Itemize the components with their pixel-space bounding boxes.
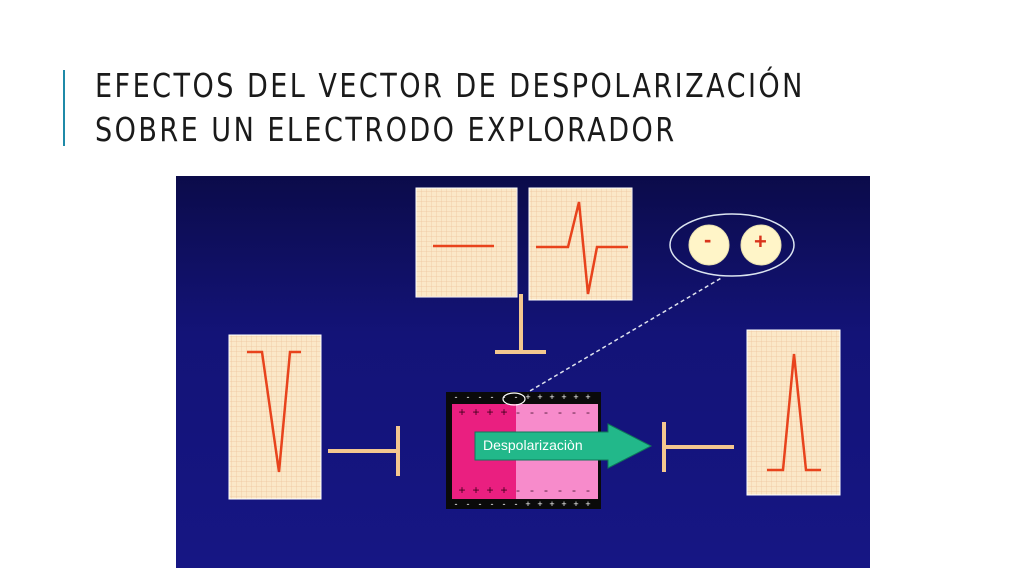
charge-sign-negative: - bbox=[491, 392, 494, 402]
charge-sign-negative: - bbox=[479, 392, 482, 402]
charge-sign-positive: + bbox=[525, 392, 530, 402]
charge-sign-positive: + bbox=[486, 483, 493, 497]
charge-sign-negative: - bbox=[586, 405, 590, 419]
charge-sign-negative: - bbox=[516, 483, 520, 497]
charge-sign-negative: - bbox=[467, 499, 470, 509]
cell-charge-signs: ------------++++++++++++++++++++--------… bbox=[455, 392, 591, 509]
charge-sign-negative: - bbox=[558, 483, 562, 497]
charge-sign-positive: + bbox=[500, 405, 507, 419]
charge-sign-negative: - bbox=[455, 392, 458, 402]
charge-sign-negative: - bbox=[544, 483, 548, 497]
ecg-panel-positive bbox=[746, 329, 841, 496]
charge-sign-negative: - bbox=[515, 392, 518, 402]
charge-sign-negative: - bbox=[586, 483, 590, 497]
ecg-panel-negative bbox=[228, 334, 322, 500]
dipole-oval bbox=[669, 213, 795, 277]
ecg-panel-flat bbox=[415, 187, 518, 298]
charge-sign-positive: + bbox=[573, 392, 578, 402]
charge-sign-positive: + bbox=[500, 483, 507, 497]
electrode-left bbox=[328, 426, 400, 476]
charge-sign-positive: + bbox=[486, 405, 493, 419]
charge-sign-negative: - bbox=[491, 499, 494, 509]
charge-sign-positive: + bbox=[573, 499, 578, 509]
charge-sign-positive: + bbox=[458, 405, 465, 419]
charge-sign-positive: + bbox=[549, 392, 554, 402]
charge-sign-positive: + bbox=[561, 392, 566, 402]
charge-sign-positive: + bbox=[561, 499, 566, 509]
slide-title-line-2: SOBRE UN ELECTRODO EXPLORADOR bbox=[95, 110, 677, 149]
charge-sign-negative: - bbox=[558, 405, 562, 419]
charge-sign-positive: + bbox=[458, 483, 465, 497]
charge-sign-positive: + bbox=[472, 405, 479, 419]
explored-point-marker bbox=[502, 392, 526, 406]
electrode-right bbox=[662, 422, 734, 472]
depolarization-arrow bbox=[474, 423, 653, 469]
charge-sign-positive: + bbox=[525, 499, 530, 509]
charge-sign-positive: + bbox=[472, 483, 479, 497]
electrode-top bbox=[495, 294, 546, 354]
ecg-trace-biphasic bbox=[536, 201, 628, 295]
charge-sign-positive: + bbox=[549, 499, 554, 509]
charge-sign-negative: - bbox=[515, 499, 518, 509]
charge-sign-negative: - bbox=[503, 499, 506, 509]
charge-sign-negative: - bbox=[479, 499, 482, 509]
myocardial-cell-strip bbox=[446, 392, 601, 509]
charge-sign-negative: - bbox=[572, 405, 576, 419]
depolarization-arrow-label: Despolarizaciòn bbox=[483, 437, 583, 453]
charge-sign-negative: - bbox=[516, 405, 520, 419]
depolarization-diagram: ------------++++++++++++++++++++--------… bbox=[176, 176, 870, 568]
charge-sign-positive: + bbox=[537, 392, 542, 402]
ecg-trace-negative bbox=[247, 350, 301, 473]
charge-sign-positive: + bbox=[537, 499, 542, 509]
charge-sign-negative: - bbox=[503, 392, 506, 402]
charge-sign-positive: + bbox=[585, 392, 590, 402]
charge-sign-positive: + bbox=[585, 499, 590, 509]
ecg-trace-positive bbox=[767, 353, 821, 472]
slide-title-line-1: EFECTOS DEL VECTOR DE DESPOLARIZACIÓN bbox=[95, 66, 805, 105]
dipole-pointer-line bbox=[517, 276, 724, 399]
dipole-negative-label: - bbox=[704, 227, 712, 252]
ecg-panel-biphasic bbox=[528, 187, 633, 301]
charge-sign-negative: - bbox=[530, 483, 534, 497]
title-accent-bar bbox=[63, 70, 65, 146]
charge-sign-negative: - bbox=[455, 499, 458, 509]
charge-sign-negative: - bbox=[530, 405, 534, 419]
dipole-positive-label: + bbox=[754, 229, 767, 254]
charge-sign-negative: - bbox=[467, 392, 470, 402]
charge-sign-negative: - bbox=[572, 483, 576, 497]
charge-sign-negative: - bbox=[544, 405, 548, 419]
slide-title: EFECTOS DEL VECTOR DE DESPOLARIZACIÓN SO… bbox=[95, 64, 833, 152]
